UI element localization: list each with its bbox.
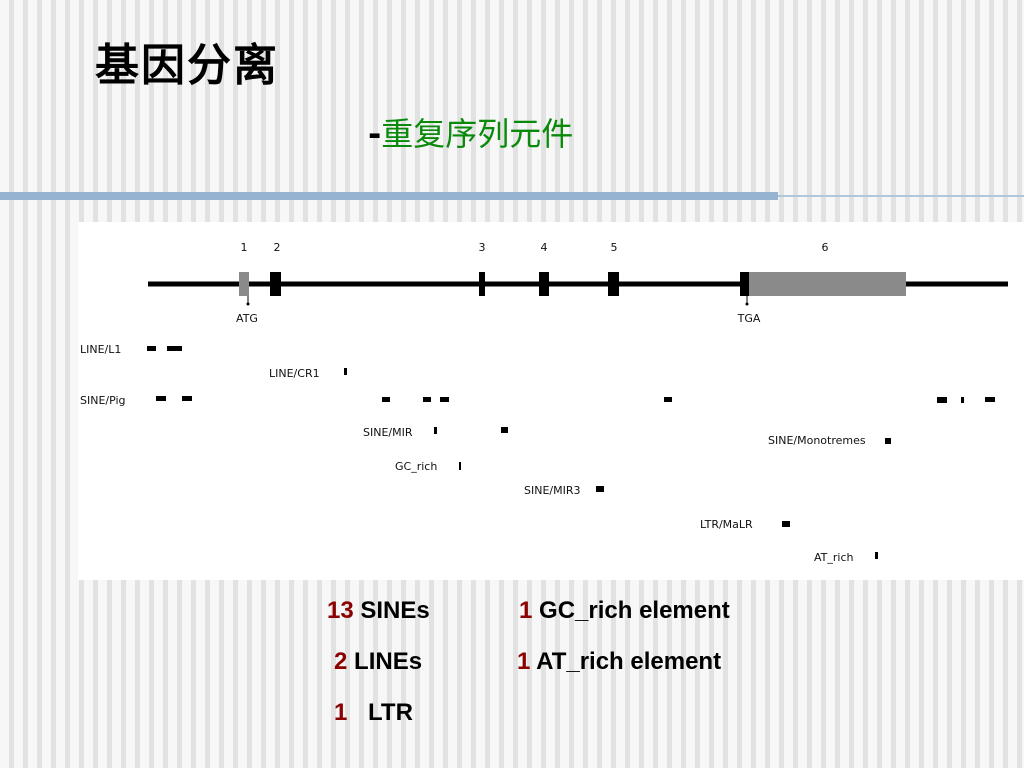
track-label-ltr-malr: LTR/MaLR bbox=[700, 518, 753, 531]
repeat-mark-sine-pig bbox=[664, 397, 672, 402]
repeat-mark-line-l1 bbox=[147, 346, 156, 351]
exon-1 bbox=[239, 272, 249, 296]
stop-codon-label: TGA bbox=[737, 312, 761, 325]
gene-structure-diagram: 1 2 3 4 5 6 ATG TGA LINE/L1 LINE/CR1 SIN… bbox=[80, 241, 1008, 564]
page-subtitle: -重复序列元件 bbox=[368, 118, 573, 150]
summary-lines: 2 LINEs bbox=[334, 650, 422, 674]
repeat-mark-sine-mir bbox=[501, 427, 508, 433]
exon-label: 4 bbox=[541, 241, 548, 254]
subtitle-dash: - bbox=[368, 115, 382, 153]
repeat-mark-sine-pig bbox=[985, 397, 995, 402]
track-label-line-cr1: LINE/CR1 bbox=[269, 367, 320, 380]
exon-label: 3 bbox=[479, 241, 486, 254]
exon-4 bbox=[539, 272, 549, 296]
summary-count: 2 bbox=[334, 648, 348, 675]
start-codon-label: ATG bbox=[236, 312, 258, 325]
exon-label: 5 bbox=[611, 241, 618, 254]
subtitle-text: 重复序列元件 bbox=[381, 115, 574, 153]
track-label-sine-monotremes: SINE/Monotremes bbox=[768, 434, 866, 447]
atg-tick-dot bbox=[246, 302, 250, 306]
summary-count: 1 bbox=[334, 699, 348, 726]
track-label-gc-rich: GC_rich bbox=[395, 460, 437, 473]
summary-label: AT_rich element bbox=[536, 648, 722, 675]
repeat-mark-sine-pig bbox=[440, 397, 449, 402]
repeat-mark-sine-pig bbox=[423, 397, 431, 402]
summary-gc-rich: 1 GC_rich element bbox=[519, 599, 730, 623]
track-label-at-rich: AT_rich bbox=[814, 551, 854, 564]
exon-3 bbox=[479, 272, 485, 296]
track-label-sine-pig: SINE/Pig bbox=[80, 394, 126, 407]
summary-count: 13 bbox=[327, 597, 354, 624]
repeat-mark-ltr-malr bbox=[782, 521, 790, 527]
track-label-line-l1: LINE/L1 bbox=[80, 343, 121, 356]
repeat-mark-sine-monotremes bbox=[885, 438, 891, 444]
summary-label: LTR bbox=[368, 699, 413, 726]
repeat-mark-sine-mir3 bbox=[596, 486, 604, 492]
track-label-sine-mir: SINE/MIR bbox=[363, 426, 413, 439]
repeat-mark-sine-pig bbox=[382, 397, 390, 402]
repeat-mark-at-rich bbox=[875, 552, 878, 559]
summary-at-rich: 1 AT_rich element bbox=[517, 650, 721, 674]
repeat-mark-sine-pig bbox=[961, 397, 964, 403]
divider-band bbox=[0, 192, 778, 200]
repeat-mark-sine-pig bbox=[937, 397, 947, 403]
summary-label: SINEs bbox=[360, 597, 430, 624]
exon-5 bbox=[608, 272, 619, 296]
exon-label: 6 bbox=[822, 241, 829, 254]
summary-label: LINEs bbox=[354, 648, 423, 675]
summary-ltr: 1 LTR bbox=[334, 701, 413, 725]
repeat-mark-line-l1 bbox=[167, 346, 182, 351]
repeat-mark-sine-mir bbox=[434, 427, 437, 434]
tga-tick-dot bbox=[745, 302, 749, 306]
summary-label: GC_rich element bbox=[539, 597, 730, 624]
summary-count: 1 bbox=[519, 597, 533, 624]
exon-2 bbox=[270, 272, 281, 296]
gene-diagram-panel: 1 2 3 4 5 6 ATG TGA LINE/L1 LINE/CR1 SIN… bbox=[78, 222, 1024, 580]
exon-6-coding bbox=[740, 272, 749, 296]
exon-6-utr bbox=[749, 272, 906, 296]
repeat-mark-line-cr1 bbox=[344, 368, 347, 375]
exon-label: 1 bbox=[241, 241, 248, 254]
repeat-mark-gc-rich bbox=[459, 462, 461, 470]
repeat-mark-sine-pig bbox=[182, 396, 192, 401]
page-title: 基因分离 bbox=[95, 40, 279, 91]
divider-thin bbox=[778, 195, 1024, 197]
repeat-mark-sine-pig bbox=[156, 396, 166, 401]
track-label-sine-mir3: SINE/MIR3 bbox=[524, 484, 581, 497]
exon-label: 2 bbox=[274, 241, 281, 254]
summary-sines: 13 SINEs bbox=[327, 599, 430, 623]
summary-count: 1 bbox=[517, 648, 531, 675]
